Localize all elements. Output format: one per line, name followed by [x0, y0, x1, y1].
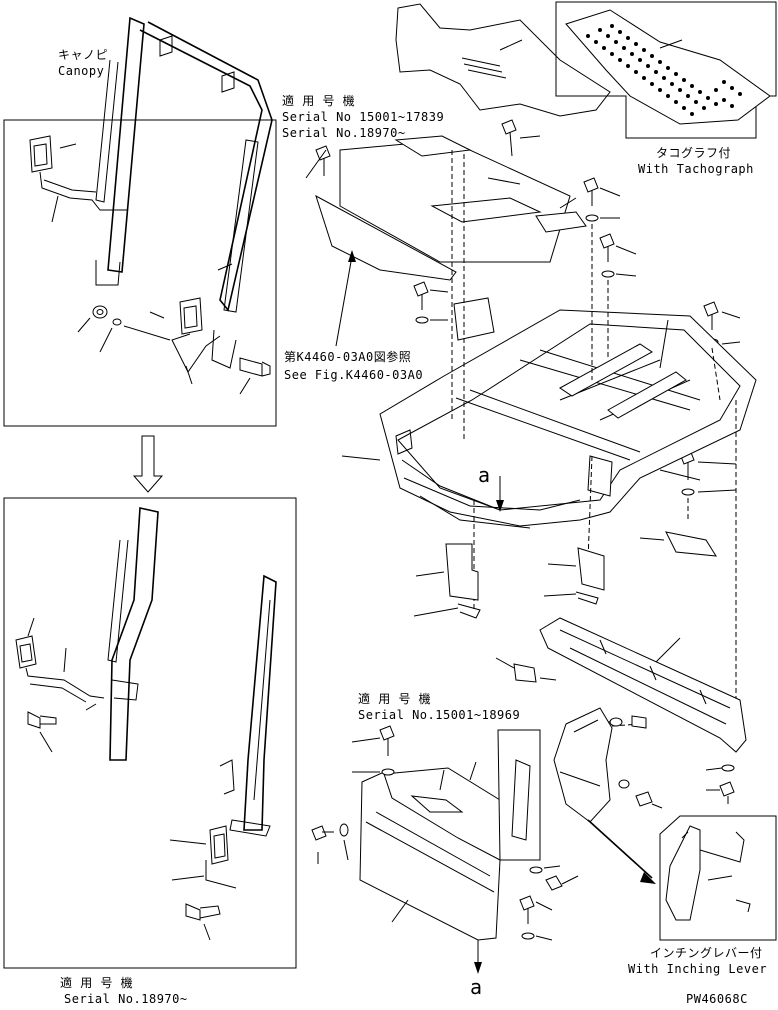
arrow-a-bottom	[474, 940, 482, 974]
serial-top-range-1: Serial No 15001~17839	[282, 110, 445, 124]
drawing-number: PW46068C	[686, 992, 748, 1006]
floor-plates	[315, 135, 587, 281]
serial-mid-heading: 適 用 号 機	[358, 692, 432, 706]
detail-box-bottom	[3, 497, 297, 969]
mirror-assembly-bottom	[15, 617, 237, 941]
view-a-marker-top: a	[478, 463, 491, 487]
front-lower-cover	[359, 729, 541, 941]
see-fig-label-jp: 第K4460-03A0図参照	[284, 350, 412, 364]
canopy-label-en: Canopy	[58, 64, 105, 78]
mirror-assembly-top	[29, 135, 271, 395]
bolts-top	[305, 119, 741, 496]
main-frame-deck	[341, 297, 757, 529]
canopy-label-jp: キャノピ	[58, 48, 109, 62]
serial-top-range-2: Serial No.18970~	[282, 126, 406, 140]
small-clip	[495, 657, 557, 683]
inching-cover	[553, 707, 656, 884]
lower-brackets	[413, 543, 605, 619]
canopy-frame-top	[95, 16, 273, 369]
canopy-frame-bottom	[107, 507, 277, 837]
inching-inset	[659, 815, 777, 941]
arrow-a-top	[496, 476, 504, 512]
perforation-holes	[586, 24, 742, 116]
tachograph-inset	[555, 1, 777, 139]
bolts-bottom	[311, 725, 579, 941]
side-trim-right	[639, 531, 717, 557]
detail-box-top	[3, 119, 277, 427]
view-a-marker-bottom: a	[470, 975, 483, 999]
down-arrow-between-boxes	[132, 435, 164, 493]
serial-bottom-heading: 適 用 号 機	[60, 976, 134, 990]
see-fig-label-en: See Fig.K4460-03A0	[284, 368, 424, 382]
rear-cover	[539, 617, 747, 753]
tachograph-label-en: With Tachograph	[638, 162, 754, 176]
serial-mid-range: Serial No.15001~18969	[358, 708, 521, 722]
tachograph-label-jp: タコグラフ付	[656, 146, 732, 160]
serial-bottom-range: Serial No.18970~	[64, 992, 188, 1006]
serial-top-heading: 適 用 号 機	[282, 94, 356, 108]
see-fig-pointer	[335, 250, 356, 347]
inching-label-en: With Inching Lever	[628, 962, 768, 976]
inching-label-jp: インチングレバー付	[650, 946, 763, 960]
